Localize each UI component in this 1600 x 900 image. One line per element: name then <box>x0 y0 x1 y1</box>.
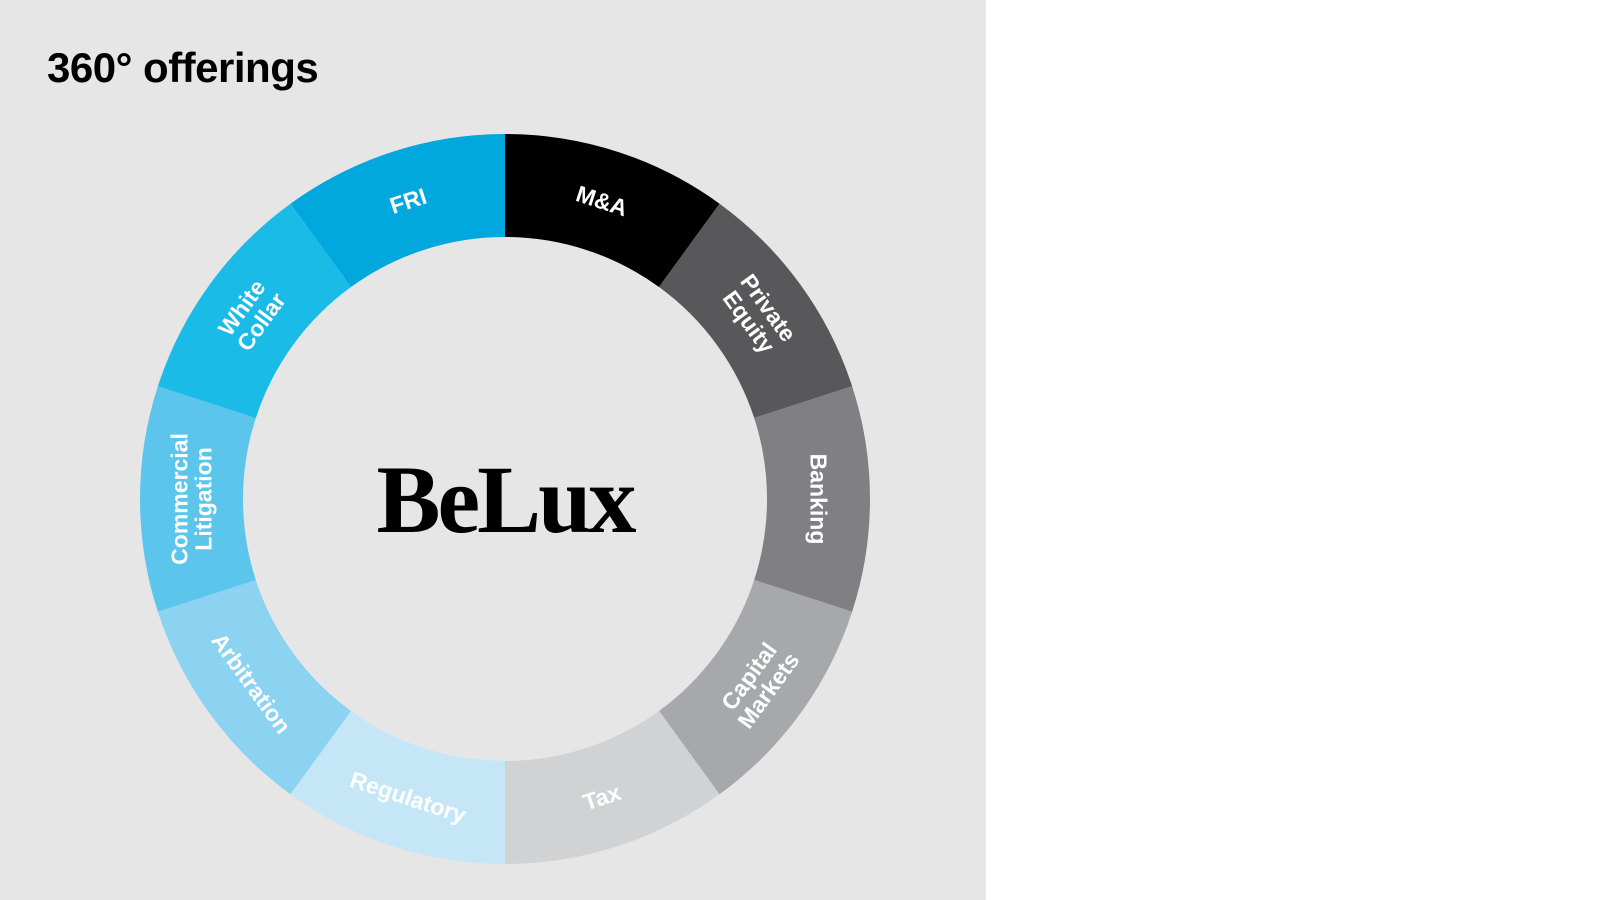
center-label: BeLux <box>376 446 636 553</box>
segment-white-collar <box>157 203 352 419</box>
segment-label-line: Commercial <box>167 433 193 565</box>
segment-label-commercial-litigation: CommercialLitigation <box>167 433 217 565</box>
segment-commercial-litigation <box>139 386 256 612</box>
segment-tax <box>505 710 720 864</box>
segment-capital-markets <box>658 579 853 795</box>
segment-arbitration <box>157 579 352 795</box>
segment-label-line: Litigation <box>191 447 217 550</box>
offerings-wheel: M&APrivateEquityBankingCapitalMarketsTax… <box>139 134 870 864</box>
segment-m-a <box>505 134 720 288</box>
segment-label-banking: Banking <box>806 454 832 545</box>
segment-banking <box>754 386 870 612</box>
page-title: 360° offerings <box>47 44 319 91</box>
segment-private-equity <box>658 203 853 419</box>
segment-regulatory <box>290 710 505 864</box>
segment-fri <box>290 134 505 288</box>
segment-label-line: Banking <box>806 454 832 545</box>
